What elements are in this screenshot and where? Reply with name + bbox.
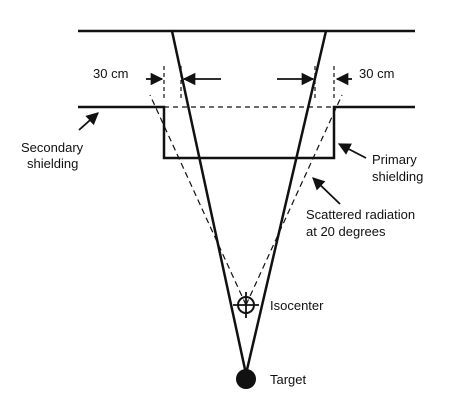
shielding-outline bbox=[78, 105, 415, 160]
primary-leader-arrow bbox=[337, 143, 367, 159]
scatter-line-left bbox=[149, 94, 247, 306]
secondary-leader-arrow bbox=[78, 112, 99, 131]
isocenter-label: Isocenter bbox=[270, 298, 324, 313]
isocenter-crosshair-icon bbox=[233, 292, 259, 318]
scattered-radiation-label-2: at 20 degrees bbox=[306, 224, 386, 239]
secondary-shielding-label-2: shielding bbox=[27, 156, 78, 171]
primary-shielding-label-1: Primary bbox=[372, 152, 417, 167]
dim-label-right: 30 cm bbox=[359, 66, 394, 81]
target-label: Target bbox=[270, 372, 307, 387]
scatter-leader-arrow bbox=[312, 177, 341, 205]
secondary-shielding-label-1: Secondary bbox=[21, 140, 84, 155]
scatter-line-right bbox=[245, 94, 343, 306]
primary-shielding-label-2: shielding bbox=[372, 169, 423, 184]
primary-beam-left bbox=[170, 30, 248, 375]
primary-beam-right bbox=[244, 30, 328, 375]
scattered-radiation-label-1: Scattered radiation bbox=[306, 207, 415, 222]
target-dot-icon bbox=[236, 369, 256, 389]
dim-label-left: 30 cm bbox=[93, 66, 128, 81]
